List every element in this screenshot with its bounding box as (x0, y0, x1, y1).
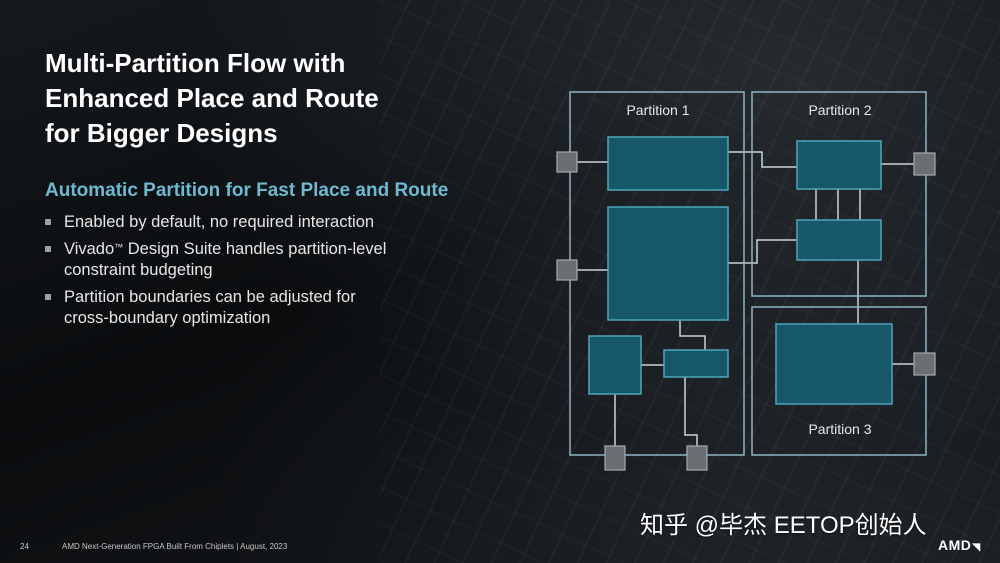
logic-block (796, 140, 882, 190)
io-pin (913, 352, 936, 376)
wire (679, 320, 706, 350)
wire (684, 377, 698, 446)
bullet-square-icon (45, 246, 51, 252)
bullet-item: Vivado™ Design Suite handles partition-l… (45, 239, 465, 281)
io-pin (556, 151, 578, 173)
bullet-text: cross-boundary optimization (64, 309, 271, 327)
bullet-item: Partition boundaries can be adjusted for… (45, 287, 465, 329)
logo-text: AMD (938, 537, 972, 553)
logic-block (796, 219, 882, 261)
io-pin-group (556, 151, 936, 471)
logic-block (607, 136, 729, 191)
partition-2-label: Partition 2 (808, 102, 871, 118)
bullet-list: Enabled by default, no required interact… (45, 212, 465, 335)
watermark: 知乎 @毕杰 EETOP创始人 (640, 512, 927, 539)
page-number: 24 (20, 542, 29, 551)
partition-3-label: Partition 3 (808, 421, 871, 437)
bullet-text: constraint budgeting (64, 261, 213, 279)
wire (728, 151, 797, 168)
slide-subtitle: Automatic Partition for Fast Place and R… (45, 180, 449, 201)
slide-title: Multi-Partition Flow with Enhanced Place… (45, 46, 505, 151)
wire-group (577, 151, 914, 446)
partition-2-boundary (751, 91, 927, 297)
amd-logo: AMD◥ (938, 537, 981, 553)
io-pin (686, 445, 708, 471)
wire (728, 239, 797, 264)
title-line: for Bigger Designs (45, 118, 278, 148)
bullet-square-icon (45, 219, 51, 225)
bullet-text: Partition boundaries can be adjusted for (64, 288, 356, 306)
title-line: Multi-Partition Flow with (45, 48, 346, 78)
partition-diagram: Partition 1 Partition 2 Partition 3 (556, 91, 936, 471)
title-line: Enhanced Place and Route (45, 83, 379, 113)
logic-block (607, 206, 729, 321)
logic-block (775, 323, 893, 405)
io-pin (556, 259, 578, 281)
logic-block (663, 349, 729, 378)
bullet-square-icon (45, 294, 51, 300)
io-pin (913, 152, 936, 176)
footer-text: AMD Next-Generation FPGA Built From Chip… (62, 542, 288, 551)
trademark-symbol: ™ (114, 242, 124, 252)
logic-block (588, 335, 642, 395)
partition-1-label: Partition 1 (626, 102, 689, 118)
bullet-item: Enabled by default, no required interact… (45, 212, 465, 233)
bullet-text: Vivado™ Design Suite handles partition-l… (64, 239, 465, 260)
bullet-text: Enabled by default, no required interact… (64, 213, 375, 231)
io-pin (604, 445, 626, 471)
amd-arrow-icon: ◥ (972, 542, 981, 553)
logic-block-group (588, 136, 893, 405)
slide-footer: 24 AMD Next-Generation FPGA Built From Ch… (20, 542, 287, 551)
product-name: Vivado (64, 240, 115, 258)
partition-3-boundary (751, 306, 927, 456)
bullet-text-rest: Design Suite handles partition-level (123, 240, 387, 258)
